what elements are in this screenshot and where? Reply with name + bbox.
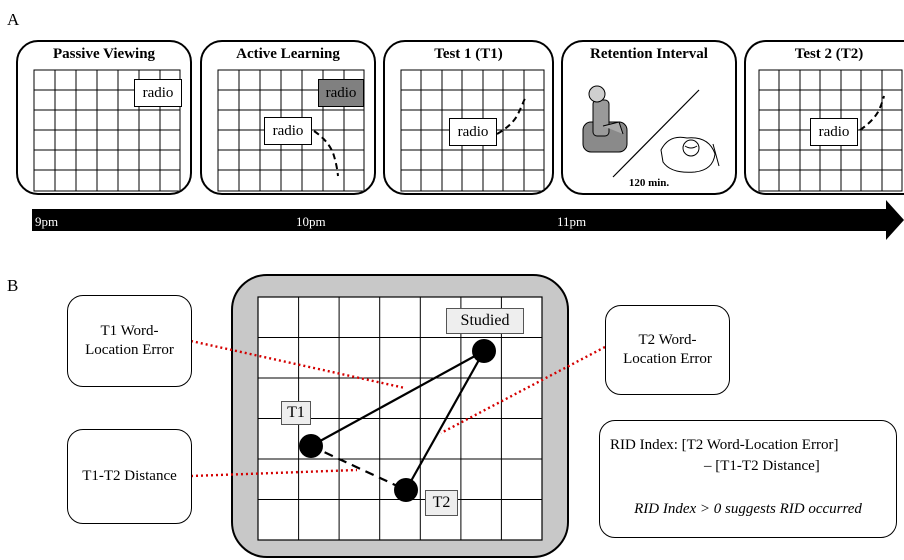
panel-a-letter: A bbox=[7, 10, 20, 29]
stage-title: Passive Viewing bbox=[52, 46, 156, 62]
t2-error-line bbox=[405, 350, 485, 491]
rid-formula-line-1: RID Index: [T2 Word-Location Error] bbox=[610, 437, 839, 453]
callout-t1-error: T1 Word-Location Error bbox=[67, 295, 192, 387]
sleeping-person-icon bbox=[660, 136, 720, 173]
stage-grid bbox=[217, 69, 365, 192]
armchair-person-icon bbox=[582, 85, 628, 153]
timeline-label-10pm: 10pm bbox=[296, 214, 326, 229]
word-box-response: radio bbox=[264, 117, 312, 145]
retention-illustration bbox=[582, 85, 720, 178]
stage-passive-viewing: Passive Viewing radio bbox=[16, 40, 192, 195]
t2-location-dot bbox=[394, 478, 418, 502]
dashed-trajectory bbox=[496, 97, 526, 135]
word-box-studied: radio bbox=[318, 79, 364, 107]
callout-distance: T1-T2 Distance bbox=[67, 429, 192, 524]
leader-t2-error bbox=[440, 345, 606, 435]
stage-title: Retention Interval bbox=[590, 46, 708, 62]
word-box-radio: radio bbox=[449, 118, 497, 146]
dashed-trajectory bbox=[313, 130, 339, 177]
stage-grid bbox=[758, 69, 903, 192]
callout-text: T1-T2 Distance bbox=[82, 468, 177, 484]
rid-index-box: RID Index: [T2 Word-Location Error] – [T… bbox=[599, 420, 897, 538]
studied-location-dot bbox=[472, 339, 496, 363]
leader-t1-error bbox=[190, 339, 406, 390]
stage-test-1: Test 1 (T1) radio bbox=[383, 40, 554, 195]
stage-retention-interval: Retention Interval 120 min. bbox=[561, 40, 737, 195]
dashed-trajectory bbox=[859, 95, 885, 131]
t1-error-line bbox=[310, 350, 485, 447]
rid-formula-line-2: – [T1-T2 Distance] bbox=[704, 458, 820, 474]
callout-text: T1 Word-Location Error bbox=[85, 323, 174, 358]
stage-title: Test 2 (T2) bbox=[794, 46, 864, 62]
retention-duration: 120 min. bbox=[628, 177, 670, 189]
t1-location-dot bbox=[299, 434, 323, 458]
tag-studied: Studied bbox=[446, 308, 524, 334]
callout-text: T2 Word-Location Error bbox=[623, 332, 712, 367]
stage-title: Active Learning bbox=[236, 46, 340, 62]
word-box-radio: radio bbox=[134, 79, 182, 107]
t1-t2-distance-line bbox=[310, 445, 407, 491]
callout-t2-error: T2 Word-Location Error bbox=[605, 305, 730, 395]
timeline-arrow bbox=[32, 200, 904, 240]
tag-t2: T2 bbox=[425, 490, 458, 516]
word-box-radio: radio bbox=[810, 118, 858, 146]
rid-interpretation: RID Index > 0 suggests RID occurred bbox=[634, 501, 862, 517]
timeline-label-9pm: 9pm bbox=[35, 214, 59, 229]
stage-test-2: Test 2 (T2) radio bbox=[744, 40, 904, 195]
stage-title: Test 1 (T1) bbox=[434, 46, 503, 62]
panel-b-letter: B bbox=[7, 276, 19, 295]
stage-active-learning: Active Learning radio radio bbox=[200, 40, 376, 195]
timeline-label-11pm: 11pm bbox=[557, 214, 587, 229]
tag-t1: T1 bbox=[281, 401, 311, 425]
stage-grid bbox=[33, 69, 181, 192]
stage-grid bbox=[400, 69, 545, 192]
